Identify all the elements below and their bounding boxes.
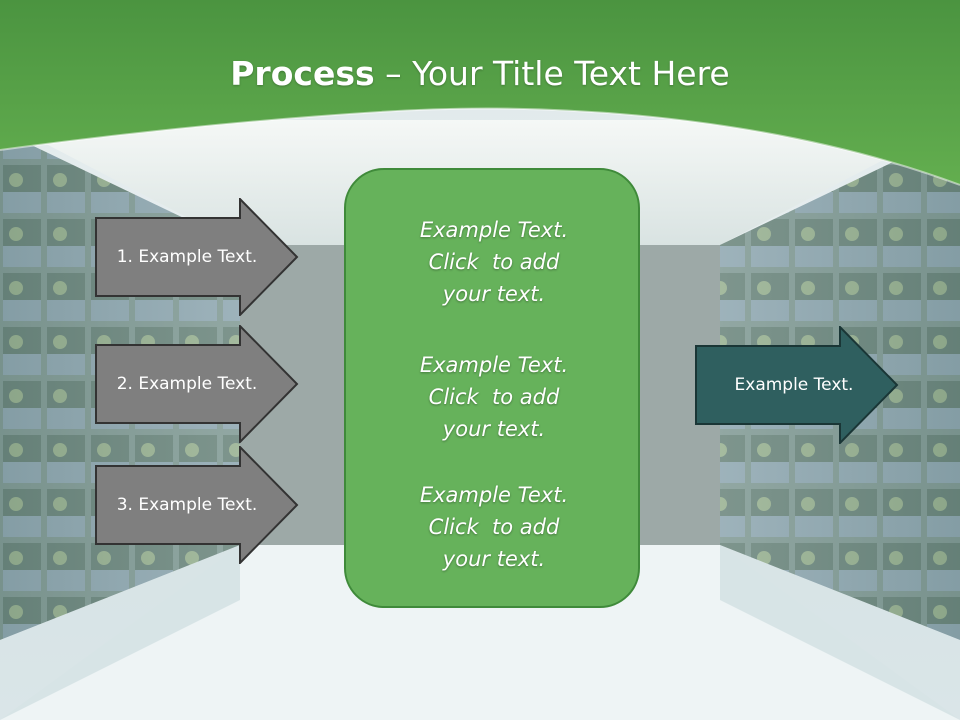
right-arrow[interactable]: Example Text. (694, 326, 900, 444)
block-2-line-1: Example Text. (419, 353, 569, 377)
block-2-line-2: Click to add (428, 385, 560, 409)
left-arrow-2-label: 2. Example Text. (116, 374, 258, 394)
arrow-shape (95, 446, 299, 564)
title-bold-text: Process (230, 54, 375, 93)
title-rest-text: – Your Title Text Here (374, 54, 730, 93)
block-1-line-1: Example Text. (419, 218, 569, 242)
block-3-line-2: Click to add (428, 515, 560, 539)
left-arrow-1[interactable]: 1. Example Text. (94, 198, 300, 316)
block-1-line-3: your text. (442, 282, 546, 306)
block-1-line-2: Click to add (428, 250, 560, 274)
arrow-shape (695, 326, 899, 444)
left-arrow-1-label: 1. Example Text. (116, 247, 258, 267)
slide-title[interactable]: Process – Your Title Text Here (0, 52, 960, 96)
left-arrow-3[interactable]: 3. Example Text. (94, 446, 300, 564)
center-text-block-2[interactable]: Example Text. Click to add your text. (346, 349, 642, 445)
left-arrow-2[interactable]: 2. Example Text. (94, 325, 300, 443)
center-text-box[interactable]: Example Text. Click to add your text. Ex… (344, 168, 640, 608)
arrow-shape (95, 325, 299, 443)
block-2-line-3: your text. (442, 417, 546, 441)
left-arrow-3-label: 3. Example Text. (116, 495, 258, 515)
block-3-line-1: Example Text. (419, 483, 569, 507)
center-text-block-3[interactable]: Example Text. Click to add your text. (346, 479, 642, 575)
block-3-line-3: your text. (442, 547, 546, 571)
arrow-shape (95, 198, 299, 316)
center-text-block-1[interactable]: Example Text. Click to add your text. (346, 214, 642, 310)
right-arrow-label: Example Text. (734, 375, 854, 395)
